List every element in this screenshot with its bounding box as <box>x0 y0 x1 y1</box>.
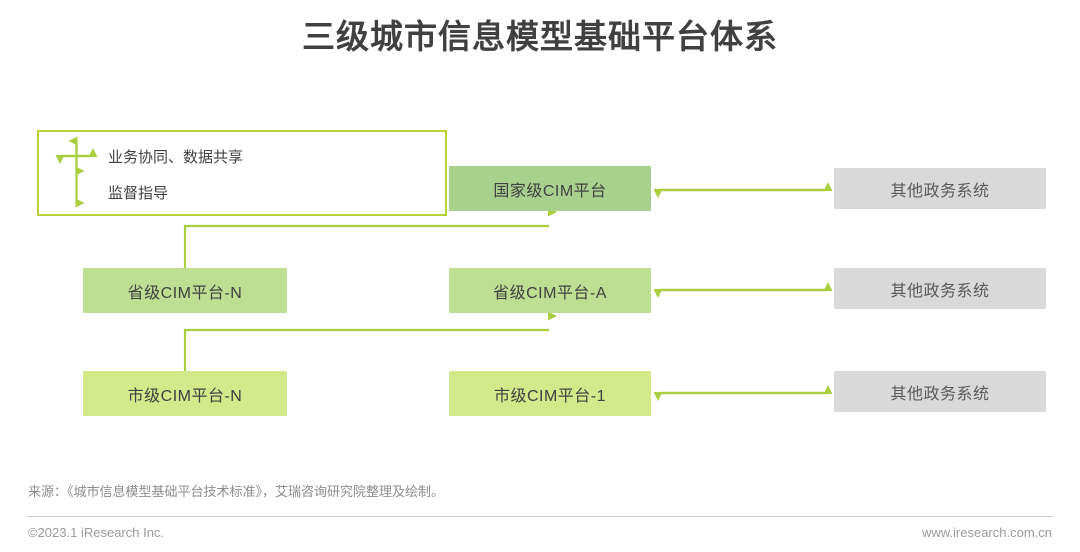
footer-divider <box>28 516 1052 517</box>
node-province-cim-platform-n[interactable]: 省级CIM平台-N <box>83 268 287 313</box>
edge-national-province-n <box>183 224 549 279</box>
node-other-gov-system-1[interactable]: 其他政务系统 <box>834 168 1046 209</box>
node-city-cim-platform-n[interactable]: 市级CIM平台-N <box>83 371 287 416</box>
four-way-arrow-icon <box>55 136 98 176</box>
node-other-gov-system-3[interactable]: 其他政务系统 <box>834 371 1046 412</box>
edge-province-a-city-n <box>183 328 549 383</box>
source-note: 来源：《城市信息模型基础平台技术标准》，艾瑞咨询研究院整理及绘制。 <box>28 484 445 499</box>
node-province-cim-platform-a[interactable]: 省级CIM平台-A <box>449 268 651 313</box>
website-link[interactable]: www.iresearch.com.cn <box>921 525 1052 540</box>
legend-item-collaboration-label: 业务协同、数据共享 <box>108 149 244 166</box>
node-other-gov-system-2[interactable]: 其他政务系统 <box>834 268 1046 309</box>
legend-item-supervision-label: 监督指导 <box>108 185 169 202</box>
page-title: 三级城市信息模型基础平台体系 <box>302 18 778 55</box>
node-national-cim-platform[interactable]: 国家级CIM平台 <box>449 166 651 211</box>
copyright-text: ©2023.1 iResearch Inc. <box>28 525 165 540</box>
legend-box <box>37 130 447 216</box>
diagram-canvas: 业务协同、数据共享 监督指导 国家级CIM平台 省级CIM平台-N 省级CIM平… <box>0 108 1080 448</box>
node-city-cim-platform-1[interactable]: 市级CIM平台-1 <box>449 371 651 416</box>
